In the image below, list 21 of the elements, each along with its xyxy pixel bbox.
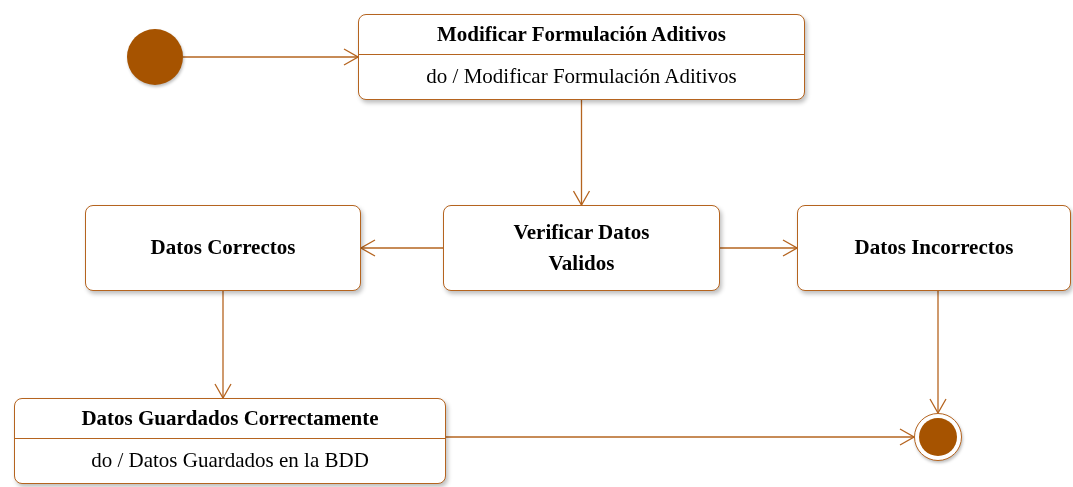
arrow [360,239,444,257]
state-title: Datos Correctos [150,234,296,262]
state-title: Datos Incorrectos [854,234,1014,262]
state-box [443,205,720,291]
state-title: Datos Guardados Correctamente [81,404,379,432]
initial-state [127,29,183,85]
arrow [214,290,232,399]
arrow [572,99,591,206]
final-state [914,413,962,461]
state-activity: do / Datos Guardados en la BDD [91,447,369,475]
arrow [182,48,359,66]
state-box [85,205,361,291]
state-title: Modificar Formulación Aditivos [437,20,726,48]
state-activity: do / Modificar Formulación Aditivos [426,63,737,91]
arrow [929,290,947,414]
state-box [358,14,805,100]
arrow [719,239,798,257]
state-title: Verificar Datos Validos [512,218,651,277]
arrow [445,428,915,446]
state-box [797,205,1071,291]
state-box [14,398,446,484]
